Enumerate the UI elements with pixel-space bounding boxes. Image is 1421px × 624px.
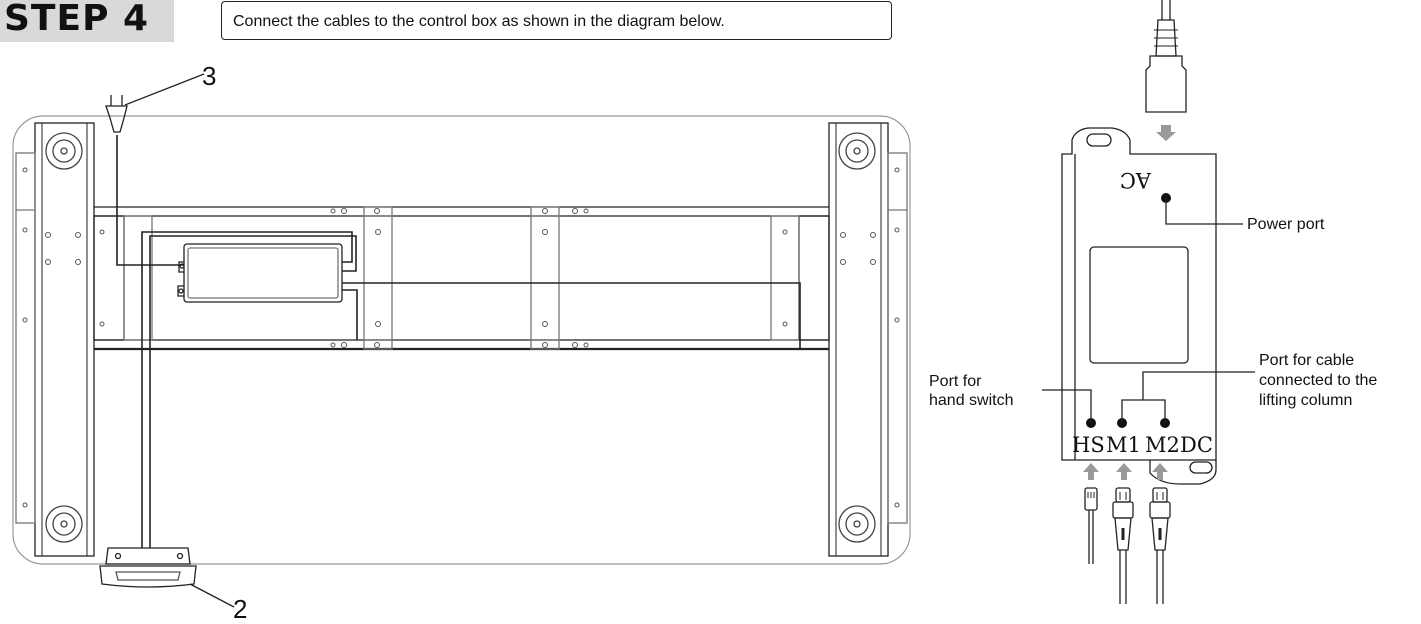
hand-switch-callout-number: 2: [233, 594, 247, 624]
m2-port-label: M2: [1145, 433, 1180, 457]
hand-switch-port: [1042, 389, 1096, 428]
hand-switch-port-label-line1: Port for: [929, 373, 982, 390]
m1-connector: [1112, 487, 1134, 604]
power-port: [1161, 193, 1243, 225]
instruction-box: Connect the cables to the control box as…: [221, 1, 892, 40]
cable-insert-arrows: [1083, 463, 1168, 480]
step-label: STEP 4: [4, 0, 150, 39]
ac-insert-arrow: [1156, 125, 1176, 141]
lifting-port-label-line2: connected to the: [1259, 372, 1377, 389]
hs-port-label: HS: [1072, 433, 1105, 457]
lifting-port-label-line3: lifting column: [1259, 392, 1352, 409]
m2-connector: [1149, 487, 1171, 604]
hand-switch-port-label-line2: hand switch: [929, 392, 1014, 409]
power-port-label: Power port: [1247, 216, 1325, 233]
mounted-control-box: [177, 243, 343, 303]
desk-cables: [116, 135, 829, 548]
ac-power-cable: [1145, 0, 1187, 113]
desk-frame: [12, 115, 911, 565]
step-badge: STEP 4: [0, 0, 174, 42]
foot-pad-top-left: [45, 132, 83, 170]
power-plug: [105, 73, 205, 133]
plug-callout-number: 3: [202, 61, 216, 91]
lifting-column-ports: [1117, 371, 1255, 428]
foot-pad-top-right: [838, 132, 876, 170]
foot-pad-bottom-left: [45, 505, 83, 543]
lifting-port-label-line1: Port for cable: [1259, 352, 1354, 369]
control-box: [1061, 127, 1217, 485]
foot-pad-bottom-right: [838, 505, 876, 543]
hand-switch-connector: [1084, 487, 1098, 564]
dc-port-label: DC: [1180, 433, 1213, 457]
m1-port-label: M1: [1106, 433, 1141, 457]
hand-switch: [99, 547, 235, 608]
ac-port-label: AC: [1120, 168, 1152, 192]
